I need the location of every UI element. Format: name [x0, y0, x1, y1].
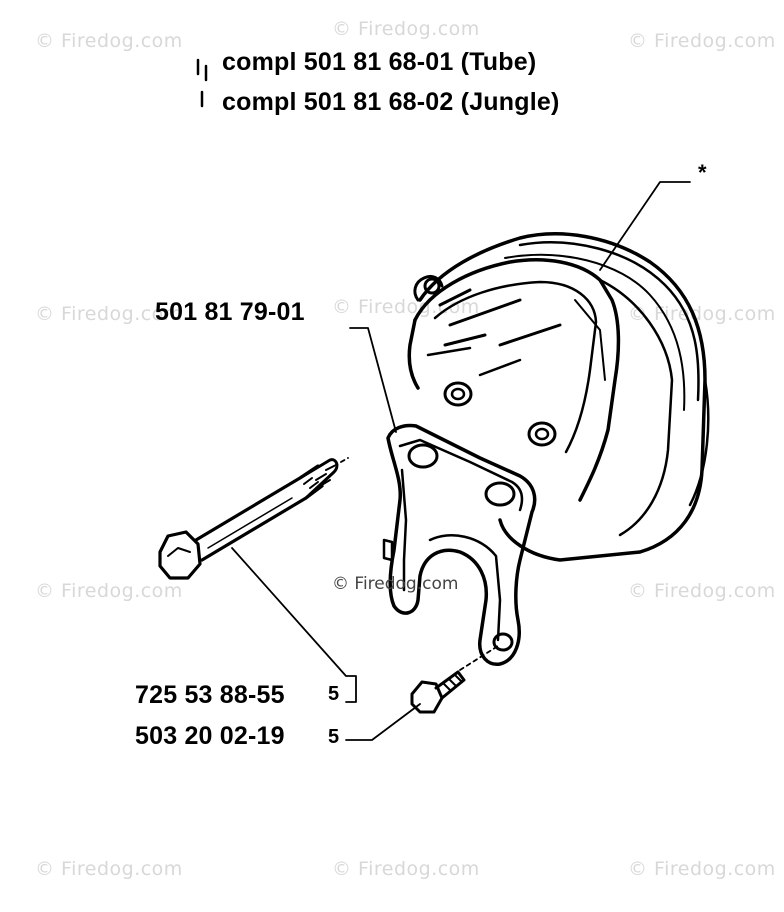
watermark: © Firedog.com	[332, 858, 480, 880]
watermark-center: © Firedog.com	[332, 574, 459, 594]
watermark: © Firedog.com	[628, 858, 776, 880]
bolt-tick-mark: 5	[328, 683, 340, 705]
title-line-2: compl 501 81 68-02 (Jungle)	[222, 88, 560, 116]
screw-tick-mark: 5	[328, 726, 340, 748]
watermark: © Firedog.com	[332, 18, 480, 40]
mounting-bracket	[382, 423, 537, 666]
watermark: © Firedog.com	[35, 858, 183, 880]
bolt-part-label: 725 53 88-55	[135, 681, 285, 709]
watermark: © Firedog.com	[35, 580, 183, 602]
long-bolt	[158, 458, 339, 580]
watermark: © Firedog.com	[35, 303, 183, 325]
watermark: © Firedog.com	[628, 303, 776, 325]
leader-lines	[231, 181, 691, 741]
small-screw	[410, 670, 466, 714]
title-line-1: compl 501 81 68-01 (Tube)	[222, 48, 537, 76]
screw-part-label: 503 20 02-19	[135, 722, 285, 750]
watermark: © Firedog.com	[628, 580, 776, 602]
watermark: © Firedog.com	[35, 30, 183, 52]
watermark: © Firedog.com	[628, 30, 776, 52]
bracket-part-label: 501 81 79-01	[155, 298, 305, 326]
muffler-body	[407, 232, 710, 562]
title-bracket-marks	[196, 58, 208, 108]
asterisk-label: *	[698, 160, 707, 185]
